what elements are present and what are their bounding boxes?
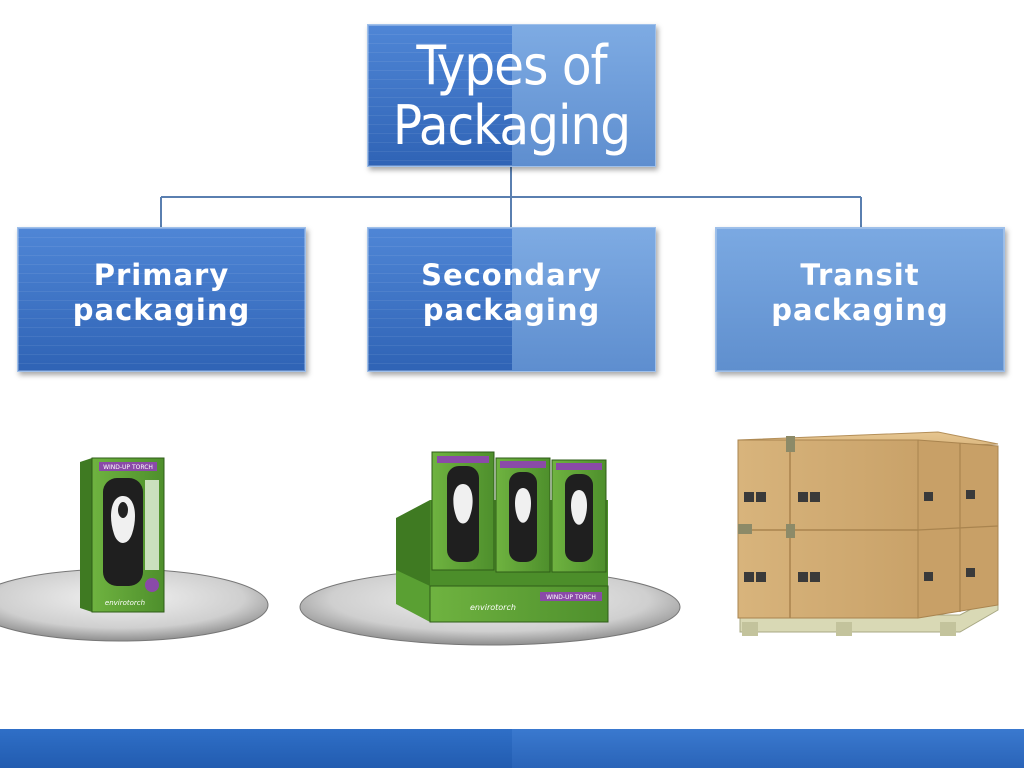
root-label-line1: Types of (416, 33, 607, 97)
illustration-transit-pallet (737, 431, 999, 636)
tray-brand-label: envirotorch (470, 603, 516, 612)
secondary-label-line2: packaging (422, 292, 601, 327)
root-node-types-of-packaging: Types of Packaging (367, 24, 656, 167)
node-secondary-label: Secondary packaging (421, 258, 602, 328)
transit-label-line2: packaging (771, 292, 949, 327)
root-node-label: Types of Packaging (392, 33, 631, 157)
node-primary-label: Primary packaging (73, 258, 250, 328)
primary-label-line2: packaging (72, 292, 251, 327)
secondary-label-line1: Secondary (421, 257, 602, 292)
footer-bar (0, 729, 1024, 768)
node-primary-packaging: Primary packaging (17, 227, 306, 372)
box-banner-label: WIND-UP TORCH (103, 464, 153, 471)
packaging-illustrations: WIND-UP TORCH envirotorch (0, 431, 999, 646)
node-transit-label: Transit packaging (771, 258, 948, 328)
illustration-primary-single-box: WIND-UP TORCH envirotorch (0, 457, 269, 642)
transit-label-line1: Transit (800, 257, 920, 292)
illustration-secondary-display-tray: envirotorch WIND-UP TORCH (299, 451, 681, 646)
node-transit-packaging: Transit packaging (715, 227, 1005, 372)
tray-banner-label: WIND-UP TORCH (546, 594, 596, 601)
hierarchy-connectors (160, 167, 862, 227)
node-secondary-packaging: Secondary packaging (367, 227, 656, 372)
box-brand-label: envirotorch (105, 599, 145, 607)
primary-label-line1: Primary (93, 257, 230, 292)
root-label-line2: Packaging (392, 93, 631, 157)
